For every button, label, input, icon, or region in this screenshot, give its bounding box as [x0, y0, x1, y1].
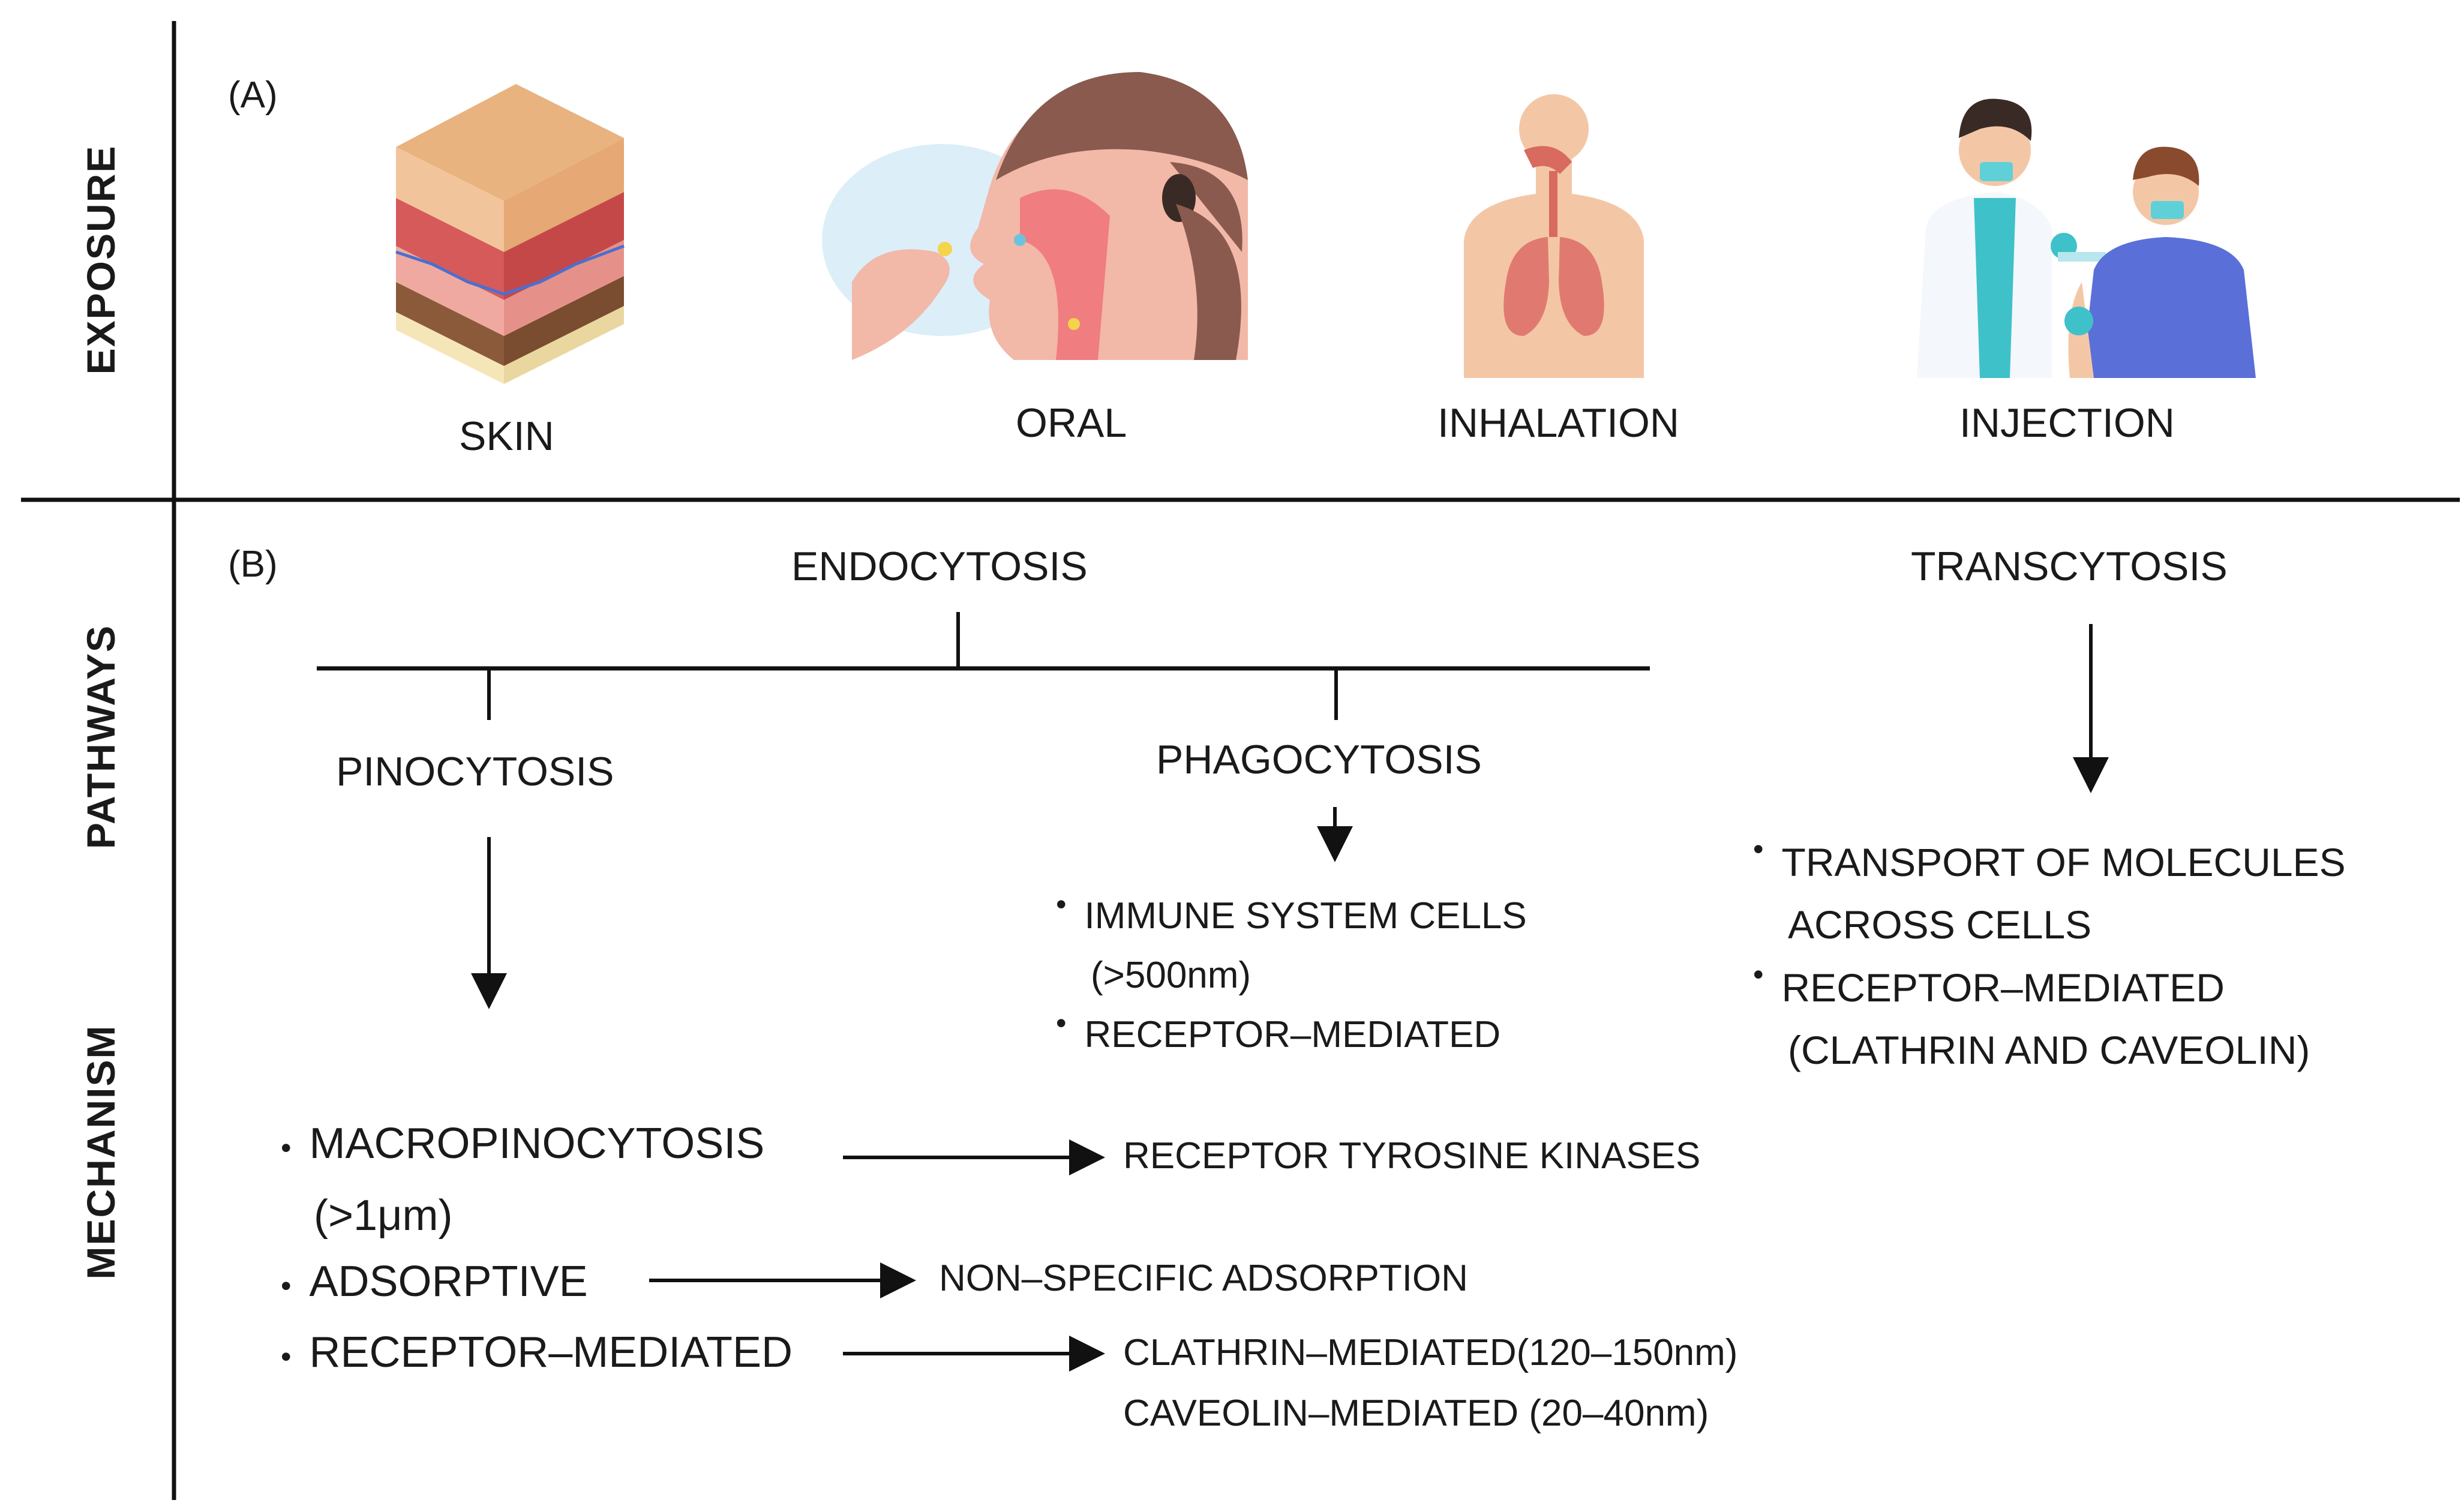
route-injection: INJECTION — [1959, 400, 2175, 446]
list-item: •TRANSPORT OF MOLECULES — [1753, 832, 2346, 884]
endocytosis-title: ENDOCYTOSIS — [791, 544, 1088, 589]
transcytosis-list: •TRANSPORT OF MOLECULES ACROSS CELLS •RE… — [1753, 831, 2346, 1081]
transcytosis-title: TRANSCYTOSIS — [1911, 544, 2228, 589]
route-skin: SKIN — [459, 413, 554, 459]
target-caveolin-mediated: CAVEOLIN–MEDIATED (20–40nm) — [1123, 1393, 1709, 1434]
target-non-specific-adsorption: NON–SPECIFIC ADSORPTION — [939, 1258, 1468, 1299]
panel-b-label: (B) — [228, 544, 278, 585]
mechanism-macro-size: (>1μm) — [314, 1192, 453, 1240]
phagocytosis-title: PHAGOCYTOSIS — [1156, 737, 1482, 782]
row-label-mechanism: MECHANISM — [79, 1024, 123, 1280]
row-label-exposure: EXPOSURE — [79, 145, 123, 375]
skin-layers-illustration — [395, 84, 625, 384]
route-oral: ORAL — [1016, 400, 1127, 446]
list-item-continuation: ACROSS CELLS — [1788, 902, 2092, 947]
row-label-pathways: PATHWAYS — [79, 624, 123, 850]
route-inhalation: INHALATION — [1437, 400, 1680, 446]
mechanism-macropinocytosis: •MACROPINOCYTOSIS — [281, 1120, 765, 1168]
list-item: •RECEPTOR–MEDIATED — [1753, 957, 2225, 1010]
pinocytosis-title: PINOCYTOSIS — [336, 749, 614, 794]
list-item: •RECEPTOR–MEDIATED — [1056, 1006, 1501, 1056]
target-receptor-tyrosine-kinases: RECEPTOR TYROSINE KINASES — [1123, 1135, 1701, 1177]
oral-illustration — [822, 72, 1248, 360]
mechanism-adsorptive: •ADSORPTIVE — [281, 1258, 588, 1306]
list-item: •IMMUNE SYSTEM CELLS — [1056, 887, 1527, 937]
panel-a-label: (A) — [228, 74, 278, 116]
inhalation-illustration — [1464, 94, 1644, 378]
list-item-continuation: (>500nm) — [1091, 955, 1251, 997]
phagocytosis-list: •IMMUNE SYSTEM CELLS (>500nm) •RECEPTOR–… — [1056, 886, 1527, 1065]
mechanism-receptor-mediated: •RECEPTOR–MEDIATED — [281, 1328, 793, 1376]
target-clathrin-mediated: CLATHRIN–MEDIATED(120–150nm) — [1123, 1332, 1738, 1373]
injection-illustration — [1917, 98, 2256, 378]
list-item-continuation: (CLATHRIN AND CAVEOLIN) — [1788, 1027, 2310, 1072]
